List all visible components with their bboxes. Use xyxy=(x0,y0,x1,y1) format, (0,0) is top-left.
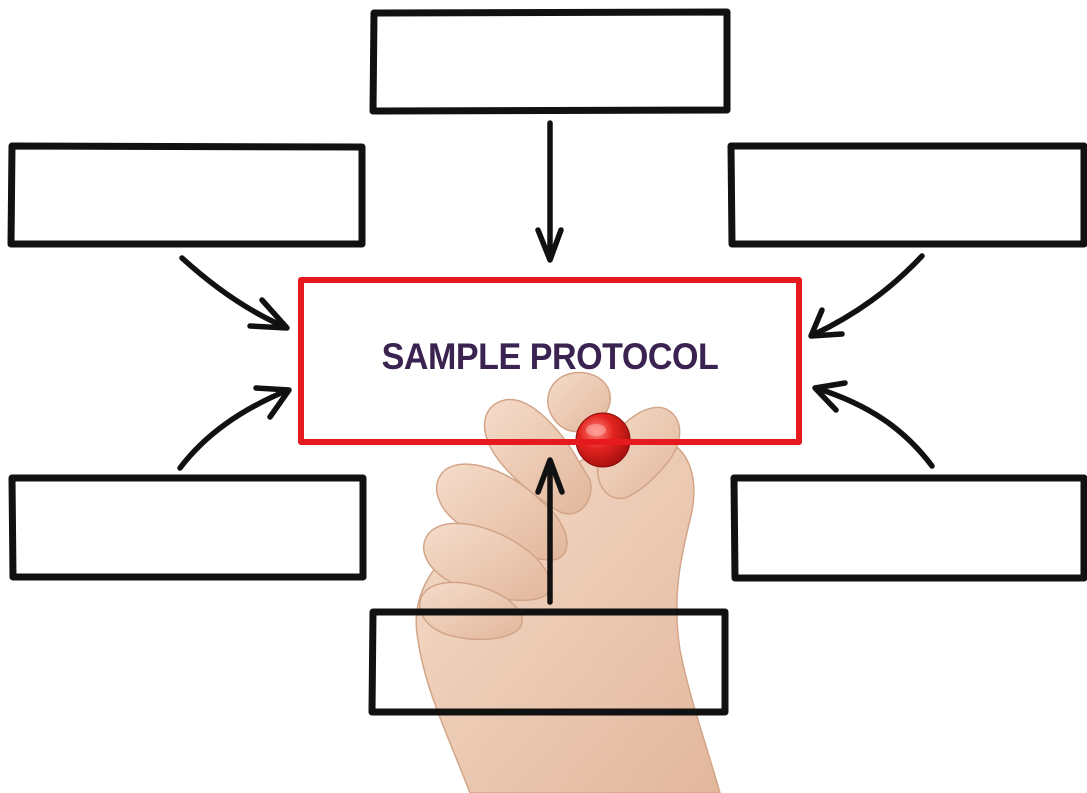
center-label: SAMPLE PROTOCOL xyxy=(381,336,719,377)
arrow-upper-left-icon xyxy=(179,255,290,331)
upper-left-box xyxy=(7,142,366,248)
arrow-upper-right-icon xyxy=(808,253,925,339)
lower-left-box xyxy=(8,474,367,581)
arrow-up-icon xyxy=(535,457,565,605)
center-box xyxy=(298,277,802,445)
top-box xyxy=(369,8,731,115)
arrow-lower-left-icon xyxy=(177,385,292,471)
lower-right-box xyxy=(730,474,1087,582)
upper-right-box xyxy=(727,142,1087,248)
arrow-lower-right-icon xyxy=(812,380,935,469)
arrows xyxy=(177,120,935,605)
arrow-down-icon xyxy=(535,120,564,263)
bottom-box xyxy=(368,608,729,716)
hand-illustration xyxy=(415,371,721,793)
outer-boxes xyxy=(7,8,1087,716)
